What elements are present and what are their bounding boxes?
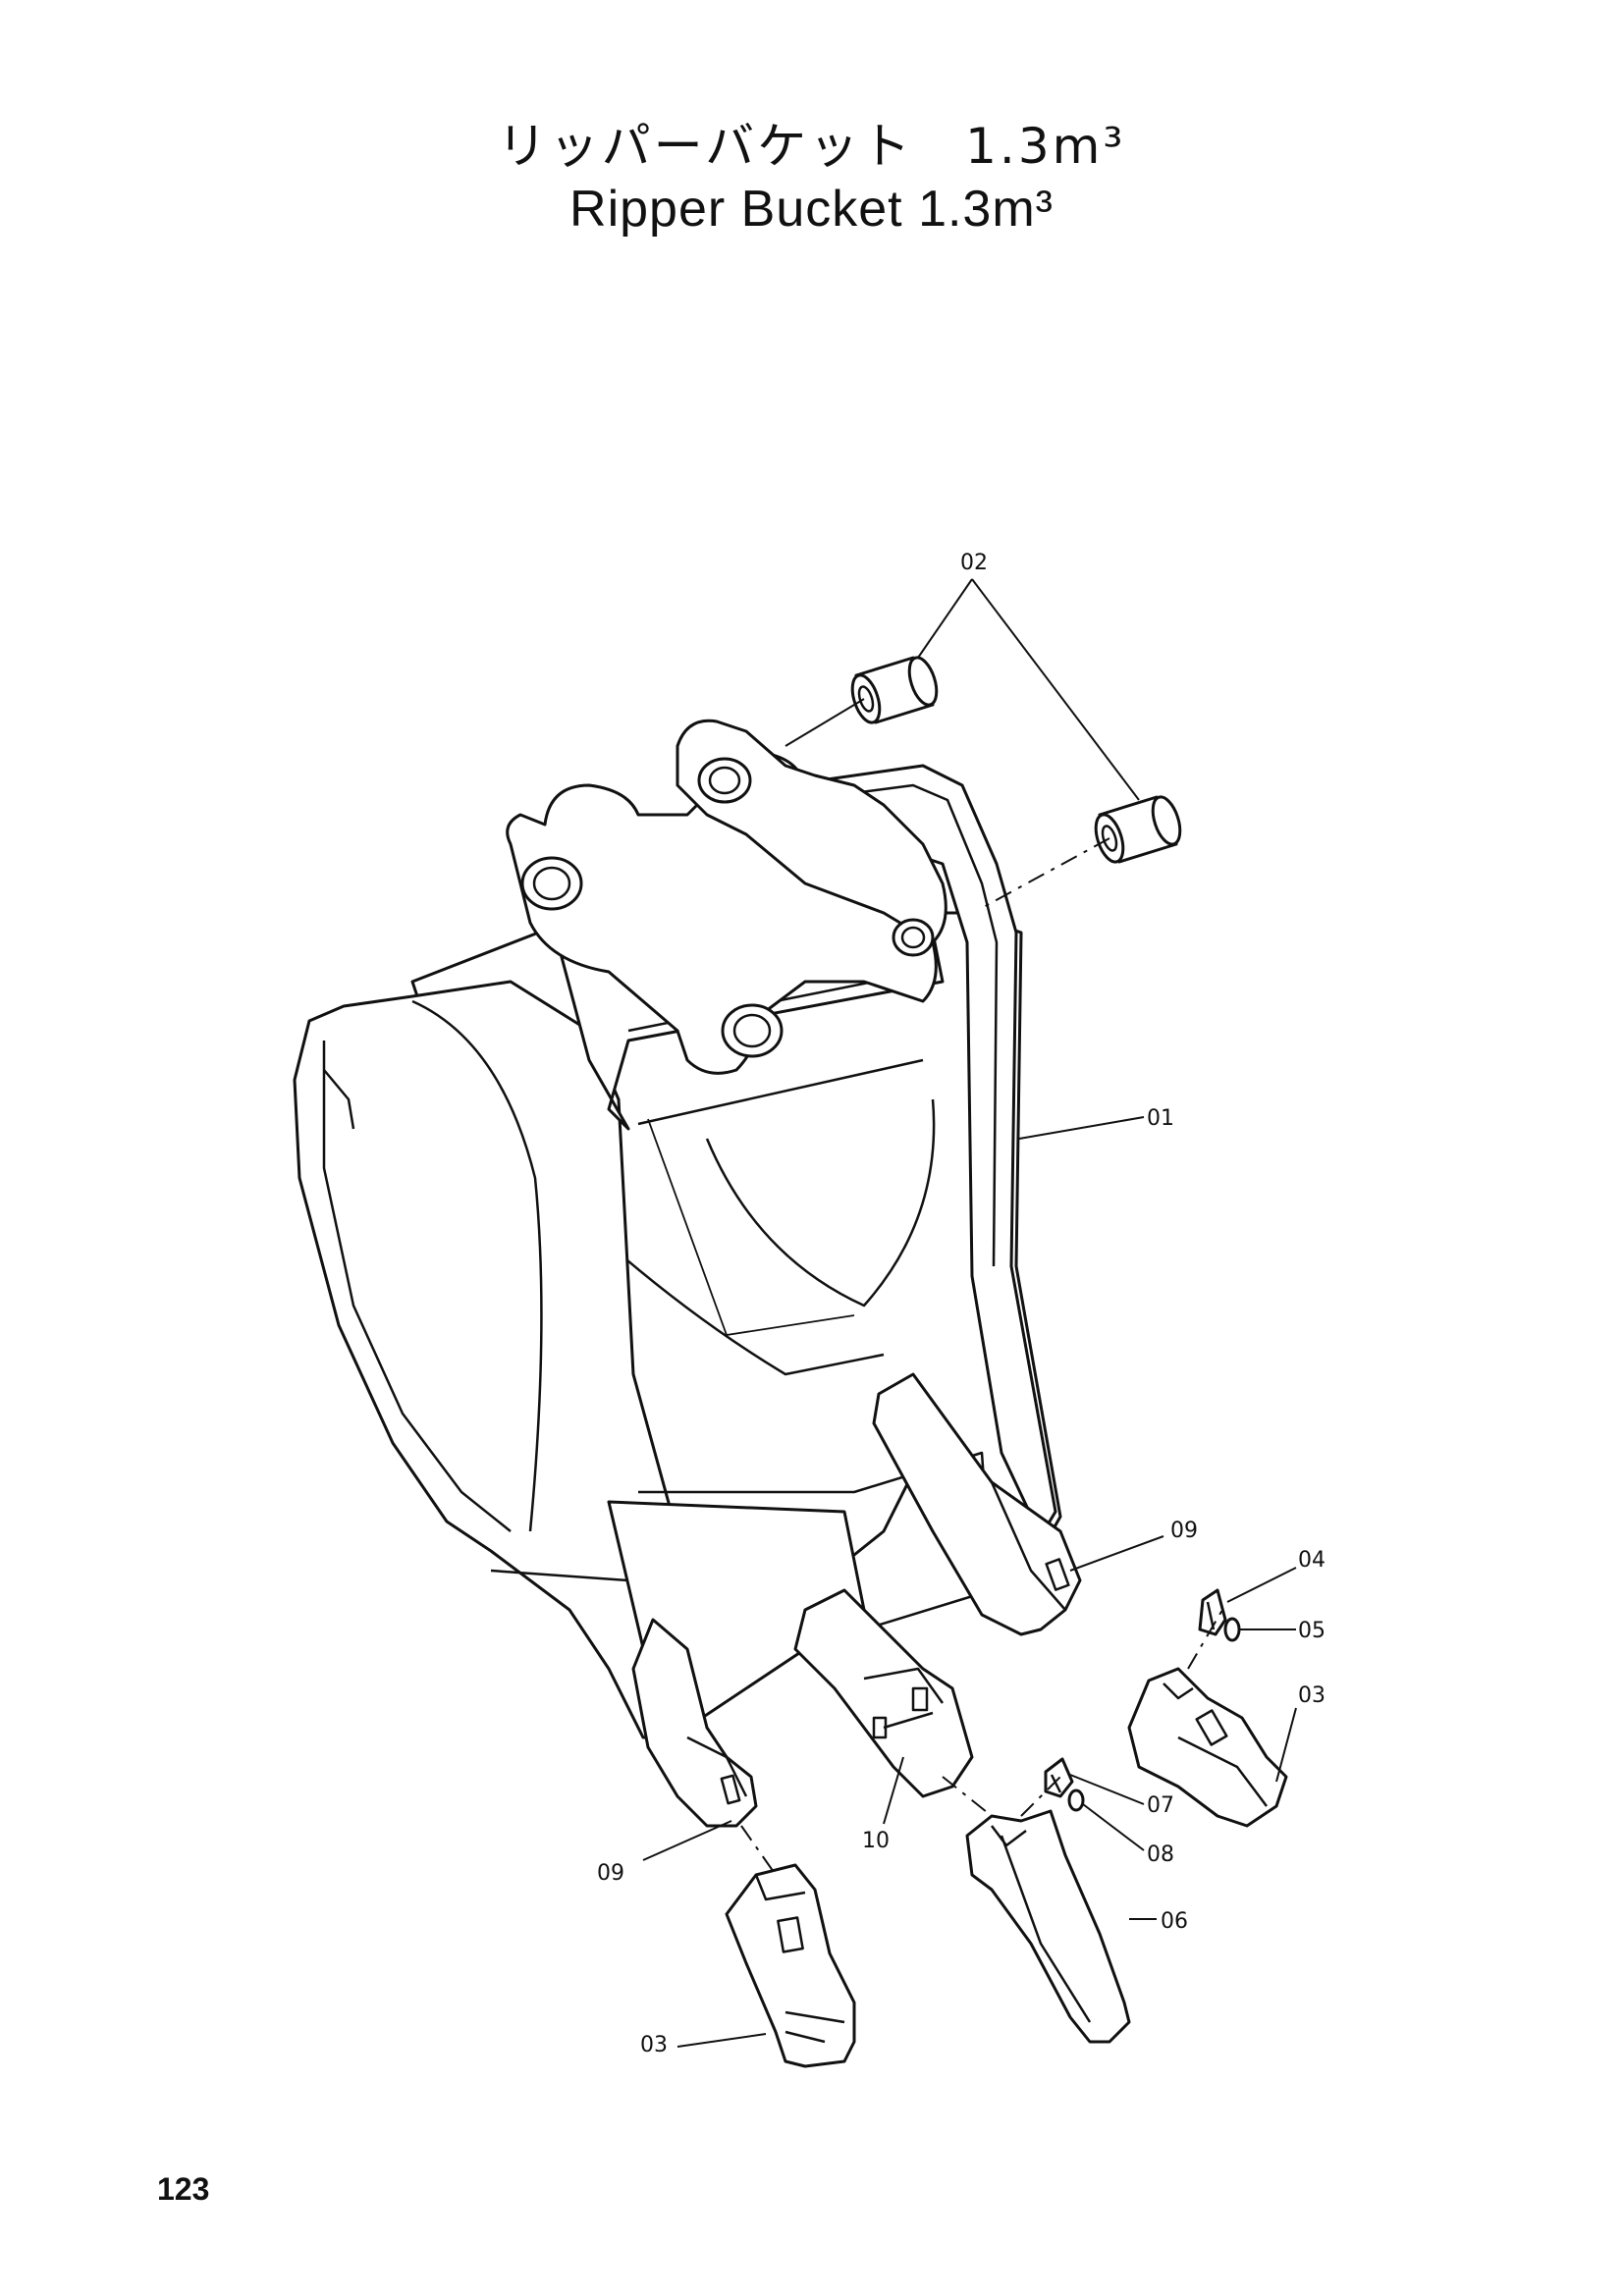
bushing-part-02-upper <box>850 656 939 724</box>
title-japanese: リッパーバケット 1.3m³ <box>497 118 1126 175</box>
callout-09-left: 09 <box>597 1861 624 1886</box>
title-english: Ripper Bucket 1.3m³ <box>569 181 1054 238</box>
bucket-body-part-01 <box>293 719 1062 1739</box>
callout-08: 08 <box>1147 1842 1174 1867</box>
tooth-part-03-right <box>1127 1667 1288 1828</box>
bushing-part-02-lower <box>1094 795 1182 864</box>
tooth-part-03-left <box>725 1863 856 2068</box>
callout-02: 02 <box>960 551 988 575</box>
callout-04: 04 <box>1298 1548 1325 1573</box>
bushing-upper-axis-line <box>784 698 865 747</box>
callout-01: 01 <box>1147 1106 1174 1131</box>
callout-10: 10 <box>862 1829 890 1853</box>
callout-06: 06 <box>1161 1909 1188 1934</box>
callout-07: 07 <box>1147 1793 1174 1818</box>
callout-03-left: 03 <box>640 2033 668 2057</box>
ripper-tooth-part-06 <box>965 1809 1131 2044</box>
leader-lines <box>642 578 1297 2048</box>
callout-03-right: 03 <box>1298 1683 1325 1708</box>
adapter-part-09-right <box>872 1372 1082 1636</box>
page-number: 123 <box>157 2171 210 2207</box>
lock-part-08 <box>1067 1789 1085 1812</box>
center-adapter-part-10 <box>793 1588 974 1798</box>
pin-part-04 <box>1198 1588 1227 1636</box>
bushing-lower-axis-line <box>981 837 1110 909</box>
lock-part-05 <box>1223 1617 1241 1642</box>
title-block: リッパーバケット 1.3m³ Ripper Bucket 1.3m³ <box>0 116 1623 241</box>
adapter-part-09-left <box>631 1618 758 1828</box>
callout-09-right: 09 <box>1170 1519 1198 1543</box>
callout-05: 05 <box>1298 1619 1325 1643</box>
